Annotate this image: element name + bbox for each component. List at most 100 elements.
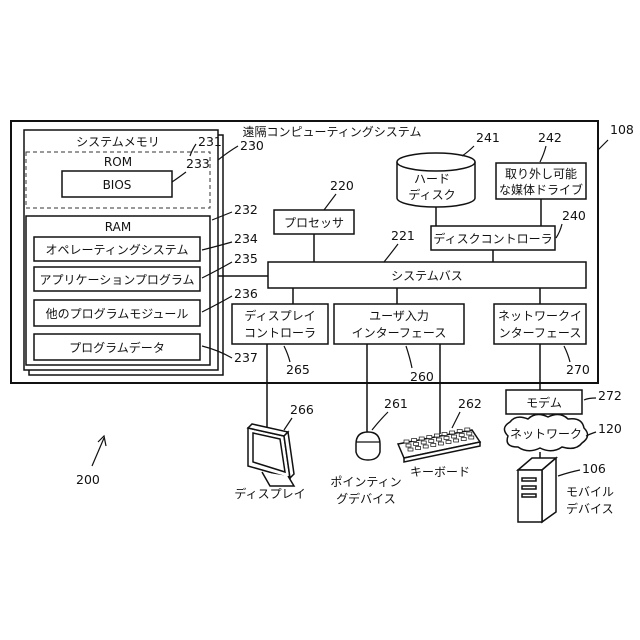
keyboard-key (457, 430, 462, 433)
ref-270-leader (564, 346, 570, 362)
ref-272-leader (584, 398, 596, 400)
ref-237: 237 (234, 350, 258, 365)
keyboard-key (461, 438, 466, 441)
ref-261: 261 (384, 396, 408, 411)
keyboard-key (459, 434, 464, 437)
display-controller-label-2: コントローラ (244, 326, 316, 340)
ref-261-leader (372, 412, 388, 430)
ref-236: 236 (234, 286, 258, 301)
network-interface-label-1: ネットワークイ (498, 309, 582, 323)
ref-220-leader (324, 194, 336, 210)
keyboard-icon (398, 428, 480, 462)
keyboard-key (406, 444, 411, 447)
pointing-device-label-1: ポインティン (330, 475, 401, 489)
mobile-device-label-1: モバイル (566, 485, 614, 499)
processor-label: プロセッサ (284, 216, 344, 230)
keyboard-key (416, 447, 421, 450)
keyboard-key (429, 440, 434, 443)
user-input-interface-label-2: インターフェース (352, 326, 447, 340)
display-label: ディスプレイ (234, 486, 305, 501)
ref-270: 270 (566, 362, 590, 377)
keyboard-key (436, 438, 441, 441)
ref-106-leader (558, 470, 580, 476)
display-monitor-icon (248, 424, 294, 486)
modem-label: モデム (526, 395, 562, 410)
keyboard-key (438, 442, 443, 445)
ref-240-leader (556, 224, 562, 238)
rom-label: ROM (104, 155, 132, 169)
keyboard-key (423, 445, 428, 448)
network-label: ネットワーク (510, 427, 582, 441)
keyboard-key (434, 434, 439, 437)
ram-label: RAM (105, 220, 131, 234)
keyboard-key (442, 433, 447, 436)
ram-item-applications-label: アプリケーションプログラム (39, 273, 194, 287)
ref-266-leader (284, 418, 292, 430)
bios-label: BIOS (103, 178, 132, 192)
ref-262: 262 (458, 396, 482, 411)
keyboard-key (446, 441, 451, 444)
keyboard-key (408, 448, 413, 451)
keyboard-key (412, 439, 417, 442)
ram-item-os-label: オペレーティングシステム (46, 243, 189, 257)
hard-disk-label-1: ハード (414, 172, 450, 186)
mobile-device-label-2: デバイス (566, 501, 614, 516)
mobile-device-icon (518, 458, 556, 522)
ref-233: 233 (186, 156, 210, 171)
system-bus-label: システムバス (391, 269, 463, 283)
ref-240: 240 (562, 208, 586, 223)
user-input-interface-label-1: ユーザ入力 (369, 309, 429, 323)
keyboard-key (454, 439, 459, 442)
display-controller-label-1: ディスプレイ (244, 308, 315, 323)
ref-120: 120 (598, 421, 622, 436)
ref-242: 242 (538, 130, 562, 145)
ram-item-modules-label: 他のプログラムモジュール (46, 307, 189, 321)
keyboard-label: キーボード (410, 465, 470, 479)
ref-230: 230 (240, 138, 264, 153)
figure-arrow (92, 438, 104, 466)
ram-item-data-label: プログラムデータ (69, 340, 165, 355)
removable-drive-label-1: 取り外し可能 (505, 167, 577, 181)
ref-235: 235 (234, 251, 258, 266)
ref-106: 106 (582, 461, 606, 476)
figure-ref-200: 200 (76, 472, 100, 487)
keyboard-key (467, 432, 472, 435)
ref-265: 265 (286, 362, 310, 377)
keyboard-key (431, 444, 436, 447)
ref-108-leader (598, 140, 608, 150)
ref-232: 232 (234, 202, 258, 217)
ref-108: 108 (610, 122, 634, 137)
keyboard-key (404, 440, 409, 443)
ref-234: 234 (234, 231, 258, 246)
pointing-device-label-2: グデバイス (336, 491, 396, 506)
keyboard-key (444, 437, 449, 440)
ref-266: 266 (290, 402, 314, 417)
ref-272: 272 (598, 388, 622, 403)
removable-drive-label-2: な媒体ドライブ (499, 182, 583, 197)
network-interface-label-2: ンターフェース (499, 326, 582, 340)
keyboard-key (414, 443, 419, 446)
system-memory-label: システムメモリ (76, 135, 160, 149)
ref-221-leader (384, 244, 398, 262)
ref-260: 260 (410, 369, 434, 384)
figure-arrowhead (98, 436, 106, 446)
ref-241-leader (462, 146, 474, 156)
ref-242-leader (540, 146, 546, 162)
ref-262-leader (452, 412, 460, 428)
keyboard-key (421, 441, 426, 444)
remote-computing-system-title: 遠隔コンピューティングシステム (243, 125, 422, 139)
ref-265-leader (284, 346, 290, 362)
keyboard-key (419, 437, 424, 440)
keyboard-key (469, 436, 474, 439)
disk-controller-label: ディスクコントローラ (433, 231, 552, 246)
pointing-device-icon (356, 432, 380, 460)
ref-221: 221 (391, 228, 415, 243)
ref-241: 241 (476, 130, 500, 145)
keyboard-key (452, 435, 457, 438)
keyboard-key (450, 431, 455, 434)
keyboard-key (465, 428, 470, 431)
ref-260-leader (406, 346, 412, 368)
keyboard-key (427, 436, 432, 439)
ref-231: 231 (198, 134, 222, 149)
